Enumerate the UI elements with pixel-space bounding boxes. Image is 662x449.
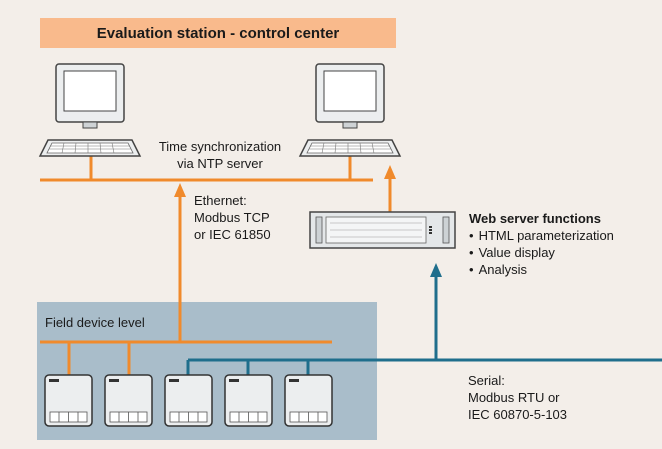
- field-device-icon: [164, 374, 213, 427]
- ethernet-line1: Ethernet:: [194, 193, 247, 208]
- field-device-icon: [104, 374, 153, 427]
- field-device-level-label: Field device level: [45, 315, 145, 330]
- web-server-icon: [309, 211, 456, 249]
- serial-line2: Modbus RTU or: [468, 390, 560, 405]
- field-device-icon: [224, 374, 273, 427]
- computer-icon: [38, 63, 142, 157]
- serial-line1: Serial:: [468, 373, 505, 388]
- webserver-arrowhead: [384, 165, 396, 179]
- web-function-item: Analysis: [469, 261, 614, 278]
- web-function-item: Value display: [469, 244, 614, 261]
- serial-label: Serial: Modbus RTU or IEC 60870-5-103: [468, 372, 567, 423]
- ethernet-network: [40, 156, 392, 375]
- ethernet-line2: Modbus TCP: [194, 210, 270, 225]
- field-device-icon: [44, 374, 93, 427]
- serial-network: [186, 276, 662, 375]
- ethernet-label: Ethernet: Modbus TCP or IEC 61850: [194, 192, 271, 243]
- field-device-icon: [284, 374, 333, 427]
- web-server-functions: Web server functions HTML parameterizati…: [469, 210, 614, 278]
- time-sync-line2: via NTP server: [177, 156, 263, 171]
- title-banner: [40, 18, 396, 48]
- diagram-title: Evaluation station - control center: [96, 24, 340, 42]
- serial-arrowhead: [430, 263, 442, 277]
- time-sync-label: Time synchronization via NTP server: [150, 138, 290, 172]
- ethernet-arrowhead: [174, 183, 186, 197]
- serial-line3: IEC 60870-5-103: [468, 407, 568, 422]
- time-sync-line1: Time synchronization: [158, 139, 282, 154]
- computer-icon: [298, 63, 402, 157]
- web-server-heading: Web server functions: [469, 211, 601, 226]
- ethernet-line3: or IEC 61850: [194, 227, 271, 242]
- web-server-function-list: HTML parameterization Value display Anal…: [469, 227, 614, 278]
- web-function-item: HTML parameterization: [469, 227, 614, 244]
